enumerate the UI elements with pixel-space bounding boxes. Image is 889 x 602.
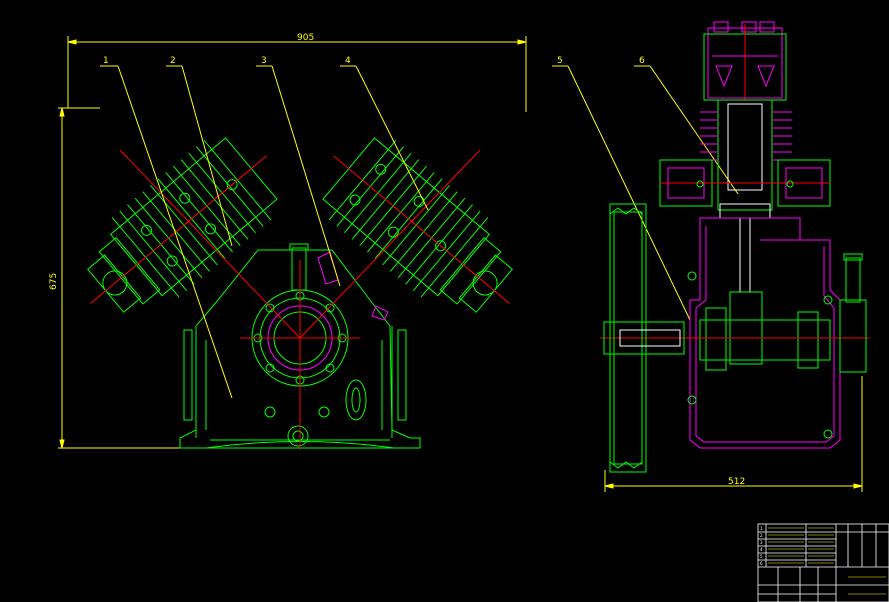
left-cylinder — [87, 137, 278, 313]
front-centerlines — [119, 149, 481, 450]
side-crankcase — [689, 217, 841, 449]
drive-pulley — [603, 203, 685, 473]
tb-entries — [768, 527, 886, 595]
title-block-rows: 1 2 3 4 5 6 — [760, 526, 886, 595]
part-label-4: 4 — [345, 56, 351, 66]
tb-row-4: 4 — [760, 547, 763, 552]
top-fitting — [289, 243, 309, 291]
dimension-bottom-value: 512 — [728, 477, 745, 487]
oil-sight-glass — [345, 379, 367, 421]
crankshaft — [600, 291, 870, 371]
tb-row-2: 2 — [760, 533, 763, 538]
cylinder-head-outline — [703, 24, 787, 101]
tb-row-3: 3 — [760, 540, 763, 545]
dimension-left — [58, 107, 180, 449]
tb-row-1: 1 — [760, 526, 763, 531]
side-bolts — [687, 180, 833, 439]
barrel-fins-right — [772, 111, 792, 161]
part-label-2: 2 — [170, 56, 176, 66]
tb-row-6: 6 — [760, 561, 763, 566]
tb-row-5: 5 — [760, 554, 763, 559]
side-valve-covers — [659, 159, 831, 207]
dimension-top-value: 905 — [297, 33, 314, 43]
dimension-bottom — [604, 376, 863, 492]
part-label-5: 5 — [557, 56, 563, 66]
side-section-view — [600, 21, 870, 492]
title-block — [757, 523, 889, 602]
right-cylinder — [322, 137, 513, 313]
front-view: 905 675 — [49, 33, 527, 450]
part-label-6: 6 — [639, 56, 645, 66]
dimension-top — [67, 36, 527, 112]
drain-plug — [264, 406, 330, 447]
part-label-1: 1 — [103, 56, 109, 66]
crankcase — [179, 249, 421, 449]
end-cover — [839, 253, 867, 373]
barrel-fins-left — [700, 111, 718, 161]
part-leaders — [100, 65, 739, 399]
dimension-left-value: 675 — [49, 273, 59, 290]
piston-rod — [719, 203, 771, 292]
part-label-3: 3 — [261, 56, 267, 66]
